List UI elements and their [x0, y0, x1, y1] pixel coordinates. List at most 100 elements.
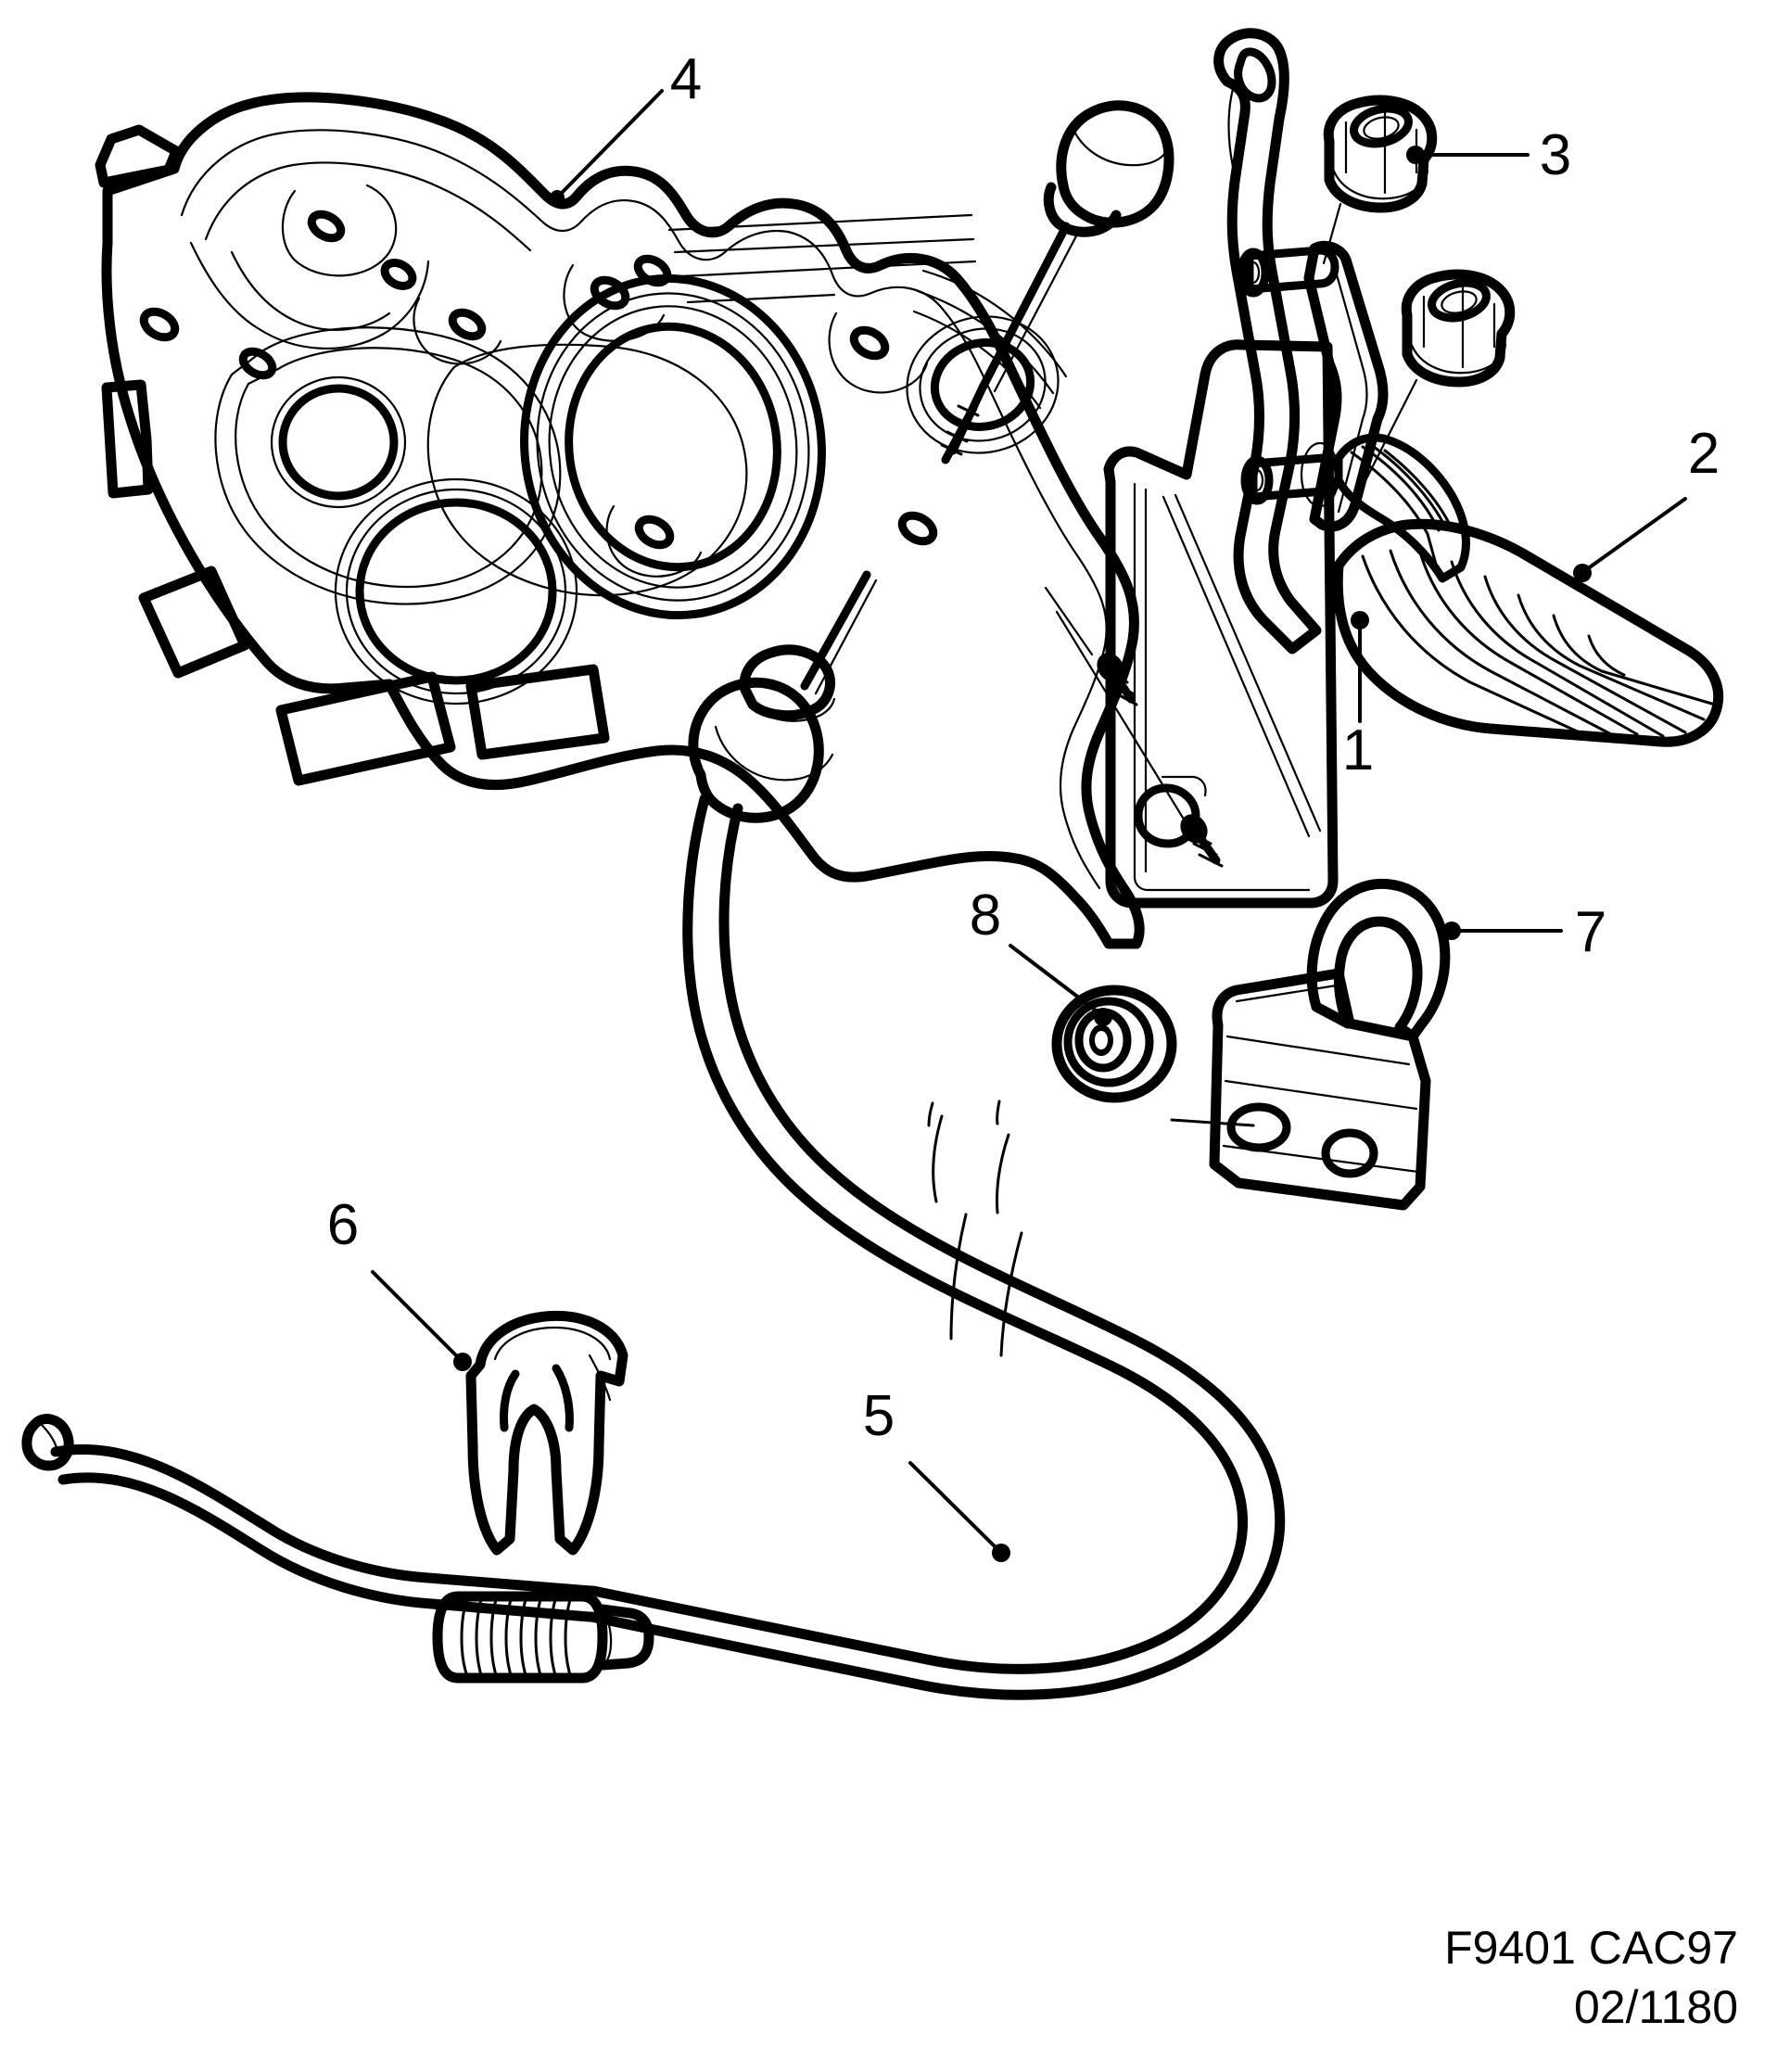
- dipstick-handle-seam: [1072, 128, 1168, 167]
- timing-cover-group: 4: [95, 47, 1145, 949]
- pivot-pin-upper-end: [1237, 248, 1270, 298]
- cable-bracket-hole-2: [1321, 1128, 1378, 1178]
- dipstick-tube-boss-ring: [919, 327, 1047, 442]
- cable-bracket-plate: [1209, 968, 1431, 1211]
- bolt-boss-contour-b: [563, 263, 666, 342]
- callout-4-leader: [558, 89, 664, 197]
- callout-6-label: 6: [327, 1193, 359, 1257]
- camshaft-bore-lower-ring: [345, 488, 567, 695]
- callout-4-dot: [550, 190, 565, 205]
- callout-2-label: 2: [1688, 422, 1720, 486]
- timing-cover-body-outline: [101, 92, 1145, 949]
- cover-boss-contour-3: [426, 343, 748, 597]
- camshaft-bore-upper-ring: [270, 375, 407, 509]
- cable-bracket-plate-fold-1: [1225, 1035, 1411, 1066]
- cover-boss-contour-2: [214, 326, 562, 605]
- callout-2-dot: [1573, 564, 1592, 582]
- flange-nut-upper-bore-inner: [1363, 116, 1400, 140]
- cover-lug-bottom-3: [465, 664, 610, 760]
- camshaft-bore-upper: [278, 384, 399, 501]
- support-bracket-fold: [1331, 260, 1368, 514]
- cable-adjuster-body: [597, 1604, 654, 1671]
- callout-2-leader: [1585, 497, 1687, 571]
- pedal-pad-heel-ribs: [1350, 445, 1454, 569]
- cover-boss-contour-1: [189, 241, 430, 350]
- dipstick-tube-boss: [930, 338, 1035, 431]
- cable-inner-wire: [800, 570, 871, 691]
- pivot-pin-lower-hole: [1250, 468, 1264, 492]
- flange-nut-lower-group: [1344, 269, 1516, 521]
- flange-nut-upper-group: 3: [1322, 95, 1571, 265]
- cable-adjuster-threads: [460, 1595, 573, 1680]
- pedal-lever-slot: [1234, 47, 1276, 103]
- callout-5-leader: [908, 1461, 998, 1550]
- cable-end-nipple: [21, 1414, 74, 1471]
- cover-rib-3: [679, 260, 977, 278]
- callout-1-dot: [1351, 611, 1369, 629]
- secondary-wire-behind-left-b: [949, 1213, 968, 1341]
- cover-lug-bottom-2: [275, 671, 456, 786]
- retaining-clip-prong-left: [500, 1369, 520, 1432]
- flange-nut-lower: [1401, 269, 1516, 388]
- pedal-pad-body: [1332, 518, 1724, 747]
- flange-nut-upper: [1323, 95, 1438, 213]
- cable-bracket-ref-line: [1170, 1118, 1255, 1127]
- cable-bracket-hook: [1306, 878, 1451, 1042]
- bolt-boss-contour-a: [281, 184, 398, 277]
- bolt-boss-contour-e: [828, 311, 929, 394]
- bolt-hole: [448, 308, 487, 341]
- cable-adjuster-ferrule: [432, 1591, 608, 1684]
- callout-3-label: 3: [1540, 123, 1571, 187]
- callout-4-label: 4: [670, 47, 702, 111]
- dipstick-rod-edge: [993, 229, 1081, 393]
- bolt-hole: [380, 259, 417, 290]
- pedal-plate-rib: [1162, 495, 1311, 838]
- callout-6-dot: [453, 1353, 472, 1371]
- timing-cover-bolt-holes: [139, 210, 938, 550]
- retaining-clip-prong-right: [552, 1364, 574, 1432]
- cover-rib-2: [673, 237, 975, 254]
- callout-6-leader: [371, 1270, 460, 1359]
- drawing-revision-label: 02/1180: [1574, 1981, 1738, 2033]
- pedal-bracket-group: 1: [1044, 28, 1389, 909]
- callout-7-label: 7: [1575, 900, 1606, 964]
- cover-inner-rim-2: [204, 161, 532, 252]
- bolt-hole: [139, 307, 180, 342]
- bolt-hole: [634, 515, 675, 550]
- secondary-wire-behind-right-b: [999, 1231, 1023, 1357]
- cover-rib-1: [667, 213, 973, 232]
- pedal-mounting-plate: [1103, 339, 1339, 909]
- flange-nut-upper-ref-line: [1322, 202, 1342, 265]
- pedal-pad-group: 2: [1332, 422, 1724, 747]
- cable-bracket-plate-fold-2: [1224, 1079, 1418, 1111]
- retaining-clip-body: [465, 1310, 628, 1556]
- accelerator-cable-group: 5: [21, 570, 1286, 1700]
- retaining-clip-group: 6: [327, 1193, 628, 1556]
- dipstick-handle: [1056, 100, 1174, 228]
- cover-lug-bottom-1: [138, 566, 250, 679]
- drawing-code-label: F9401 CAC97: [1444, 1922, 1738, 1974]
- cable-upper-boot: [688, 677, 824, 823]
- cable-bracket-hole-1: [1226, 1102, 1291, 1152]
- cable-adjuster-body-seam: [603, 1613, 613, 1663]
- bolt-hole: [238, 347, 277, 380]
- secondary-wire-dash-2: [996, 1100, 1001, 1125]
- cable-outer-sheath-lower-edge: [586, 803, 1286, 1700]
- retaining-clip-detail: [588, 1354, 612, 1402]
- callout-8-dot: [1094, 1008, 1112, 1026]
- pedal-plate-eyelet: [1134, 783, 1200, 848]
- pedal-lever-inner-line: [1227, 87, 1235, 169]
- cover-boss-contour-1b: [230, 250, 391, 331]
- dipstick-tip-knurl: [940, 403, 980, 464]
- bolt-boss-contour-c: [605, 504, 703, 578]
- retaining-clip-inner: [493, 1326, 612, 1361]
- cable-bracket-plate-edge: [1235, 983, 1344, 1003]
- callout-3-dot: [1406, 146, 1425, 164]
- callout-8-label: 8: [970, 883, 1001, 947]
- flange-nut-lower-hexline: [1422, 284, 1496, 369]
- cable-upper-collar: [739, 644, 835, 721]
- crankshaft-seal-ring-2: [536, 292, 810, 602]
- cover-lug-left-upper: [101, 379, 154, 499]
